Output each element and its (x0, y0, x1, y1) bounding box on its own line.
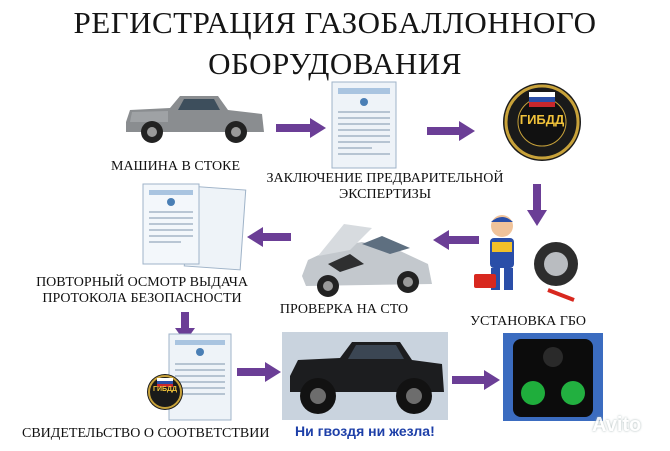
page-title-line2: ОБОРУДОВАНИЯ (208, 46, 462, 81)
step-label-stock-car: МАШИНА В СТОКЕ (111, 159, 241, 174)
gibdd-badge-text: ГИБДД (519, 112, 565, 127)
step-label-expertise-line2: ЭКСПЕРТИЗЫ (338, 187, 432, 202)
arrow-left-icon (433, 230, 479, 250)
slogan-text: Ни гвоздя ни жезла! (295, 423, 435, 439)
step-label-reinspection-line1: ПОВТОРНЫЙ ОСМОТР ВЫДАЧА (36, 275, 248, 290)
step-label-sto-check: ПРОВЕРКА НА СТО (279, 302, 409, 317)
pickup-truck-image (126, 96, 264, 143)
service-station-car-image (302, 224, 432, 297)
page-title-line1: РЕГИСТРАЦИЯ ГАЗОБАЛЛОННОГО (73, 5, 597, 40)
step-label-gbo-installation: УСТАНОВКА ГБО (470, 314, 586, 329)
black-pickup-truck-image (282, 332, 448, 420)
arrow-right-icon (276, 118, 326, 138)
arrow-right-icon (452, 370, 500, 390)
traffic-light-image (503, 333, 603, 421)
expertise-document-image (331, 81, 397, 169)
gibdd-badge-icon (503, 83, 581, 161)
safety-protocol-documents-image (142, 183, 247, 271)
mechanic-gas-installation-image (474, 215, 578, 302)
arrow-down-icon (527, 184, 547, 226)
arrow-right-icon (237, 362, 281, 382)
step-label-reinspection-line2: ПРОТОКОЛА БЕЗОПАСНОСТИ (42, 291, 242, 306)
arrow-left-icon (247, 227, 291, 247)
arrow-right-icon (427, 121, 475, 141)
step-label-expertise-line1: ЗАКЛЮЧЕНИЕ ПРЕДВАРИТЕЛЬНОЙ (266, 171, 504, 186)
step-label-conformity-certificate: СВИДЕТЕЛЬСТВО О СООТВЕТСТВИИ (22, 426, 270, 441)
avito-watermark-text: Avito (592, 414, 642, 436)
conformity-certificate-image (147, 333, 232, 421)
gibdd-small-badge-text: ГИБДД (152, 386, 177, 393)
